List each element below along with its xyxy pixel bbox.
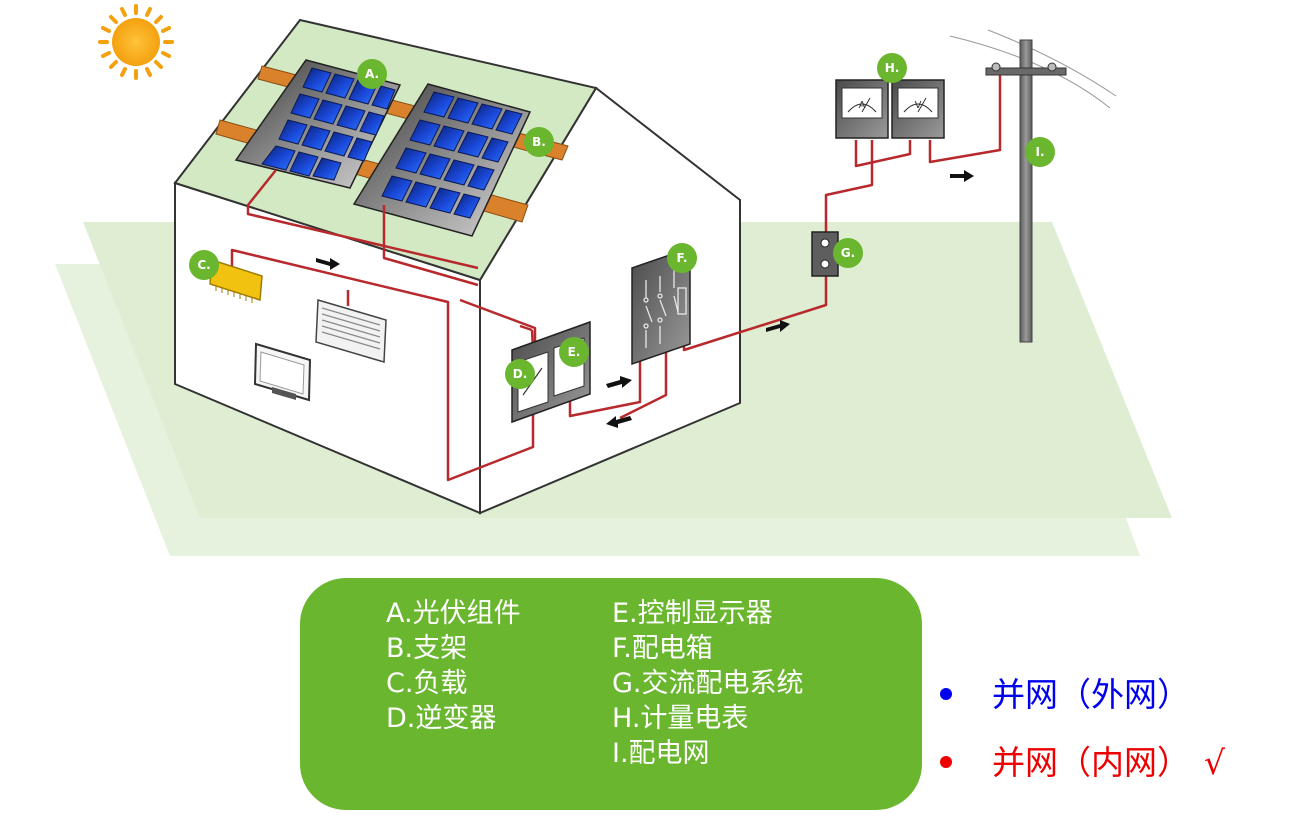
label-d-text: D. <box>513 367 528 381</box>
option-internal-grid: 并网（内网） √ <box>940 736 1225 784</box>
legend-item: G.交流配电系统 <box>612 668 804 699</box>
legend-item: D.逆变器 <box>386 703 497 734</box>
label-e-text: E. <box>568 345 581 359</box>
label-f: F. <box>667 243 697 273</box>
label-i-text: I. <box>1035 145 1044 159</box>
legend-item: Ⅰ.配电网 <box>612 738 710 769</box>
label-c-text: C. <box>197 258 210 272</box>
legend-column-right: E.控制显示器 F.配电箱 G.交流配电系统 H.计量电表 Ⅰ.配电网 <box>612 596 804 771</box>
air-conditioner-icon <box>315 299 387 363</box>
utility-pole-icon <box>949 29 1117 343</box>
label-h: H. <box>877 53 907 83</box>
label-f-text: F. <box>677 251 688 265</box>
arrow-icon <box>316 170 974 428</box>
legend-item: E.控制显示器 <box>612 598 773 629</box>
sun-icon <box>98 4 174 80</box>
label-h-text: H. <box>885 61 900 75</box>
voltmeter-symbol: V <box>915 100 922 111</box>
legend-item: C.负载 <box>386 668 468 699</box>
solar-panel-icon <box>234 59 402 189</box>
ammeter-icon: A <box>835 79 889 139</box>
legend-column-left: A.光伏组件 B.支架 C.负载 D.逆变器 <box>386 596 521 736</box>
label-a: A. <box>357 59 387 89</box>
bullet-dot-icon <box>940 688 952 700</box>
solar-panel-icon <box>352 83 532 237</box>
label-i: I. <box>1025 137 1055 167</box>
legend-item: A.光伏组件 <box>386 598 521 629</box>
label-b-text: B. <box>532 135 546 149</box>
label-e: E. <box>559 337 589 367</box>
legend-item: F.配电箱 <box>612 633 713 664</box>
checkmark: √ <box>1204 743 1226 782</box>
label-g: G. <box>833 238 863 268</box>
option-text: 并网（内网） <box>992 743 1190 782</box>
label-a-text: A. <box>365 67 379 81</box>
ammeter-symbol: A <box>859 100 866 111</box>
label-g-text: G. <box>841 246 855 260</box>
label-b: B. <box>524 127 554 157</box>
voltmeter-icon: V <box>891 79 945 139</box>
label-d: D. <box>505 359 535 389</box>
option-external-grid: 并网（外网） <box>940 668 1190 716</box>
label-c: C. <box>189 250 219 280</box>
option-text: 并网（外网） <box>992 675 1190 714</box>
tv-icon <box>253 342 312 402</box>
legend-panel: A.光伏组件 B.支架 C.负载 D.逆变器 E.控制显示器 F.配电箱 G.交… <box>300 578 922 810</box>
legend-item: B.支架 <box>386 633 468 664</box>
legend-item: H.计量电表 <box>612 703 749 734</box>
bullet-dot-icon <box>940 756 952 768</box>
